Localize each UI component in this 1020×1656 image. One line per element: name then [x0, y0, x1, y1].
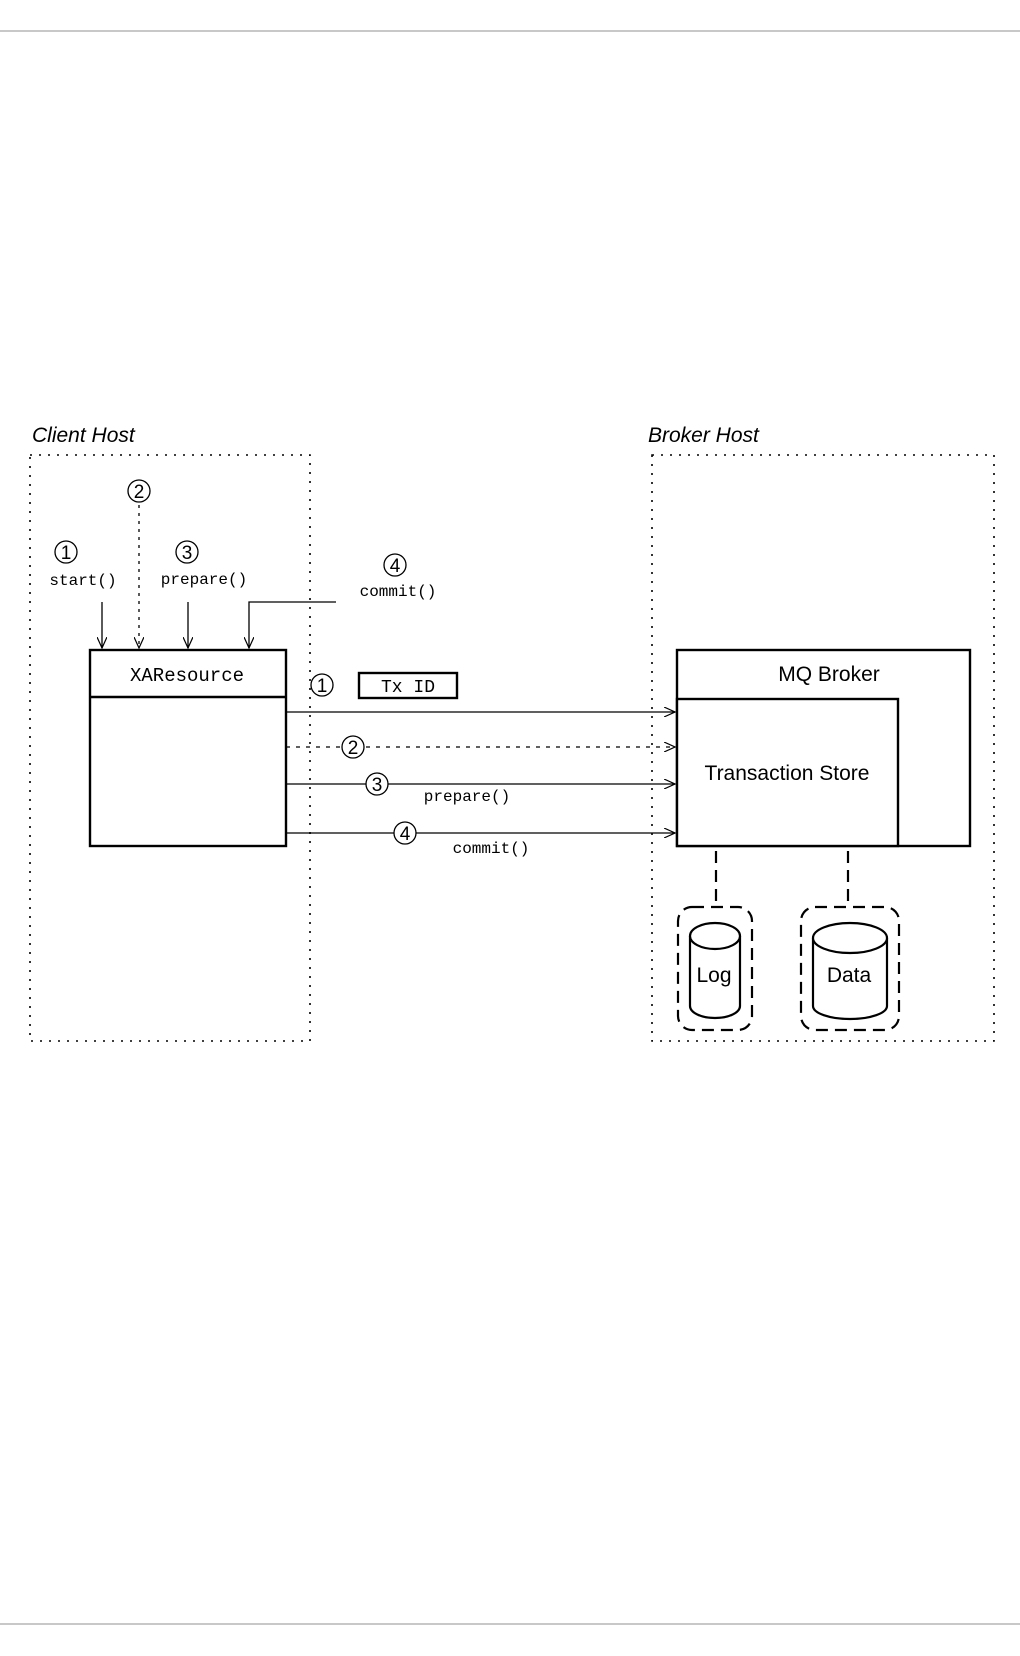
- bottom-rule: [0, 1623, 1020, 1625]
- commit-arrow: [249, 601, 336, 648]
- client-call-2-number: 2: [134, 482, 145, 503]
- mq-broker-label: MQ Broker: [778, 663, 880, 686]
- client-call-3: 3 prepare(): [161, 540, 247, 589]
- client-call-2: 2: [127, 479, 151, 503]
- message-1: 1 Tx ID: [286, 671, 675, 712]
- commit-call-label: commit(): [360, 583, 437, 601]
- client-call-1: 1 start(): [49, 540, 117, 590]
- data-storage: Data: [799, 905, 901, 1032]
- broker-host-label: Broker Host: [648, 424, 760, 447]
- prepare-call-label: prepare(): [161, 571, 247, 589]
- transaction-store-label: Transaction Store: [705, 762, 870, 785]
- top-rule: [0, 30, 1020, 32]
- tx-id-box: [357, 671, 459, 700]
- tx-id-label: Tx ID: [381, 678, 435, 698]
- client-call-3-number: 3: [182, 543, 193, 564]
- message-2: 2: [286, 735, 675, 759]
- message-1-number: 1: [317, 676, 328, 697]
- message-2-number: 2: [348, 738, 359, 759]
- log-label: Log: [696, 964, 731, 987]
- broker-host-boundary: [651, 454, 995, 1042]
- client-call-4-number: 4: [390, 556, 401, 577]
- message-3-label: prepare(): [424, 788, 510, 806]
- client-host-label: Client Host: [32, 424, 136, 447]
- message-4-label: commit(): [453, 840, 530, 858]
- message-4-number: 4: [400, 824, 411, 845]
- log-storage: Log: [676, 905, 754, 1032]
- data-label: Data: [827, 964, 872, 987]
- client-call-1-number: 1: [61, 543, 72, 564]
- transaction-store-box: [675, 697, 900, 848]
- xaresource-label: XAResource: [130, 665, 244, 687]
- start-call-label: start(): [49, 572, 116, 590]
- message-3-number: 3: [372, 775, 383, 796]
- mq-broker-box: MQ Broker Transaction Store: [675, 648, 972, 848]
- message-4: 4 commit(): [286, 821, 675, 858]
- message-3: 3 prepare(): [286, 772, 675, 806]
- xaresource-box: XAResource: [88, 648, 288, 848]
- client-call-4: 4 commit(): [360, 553, 437, 601]
